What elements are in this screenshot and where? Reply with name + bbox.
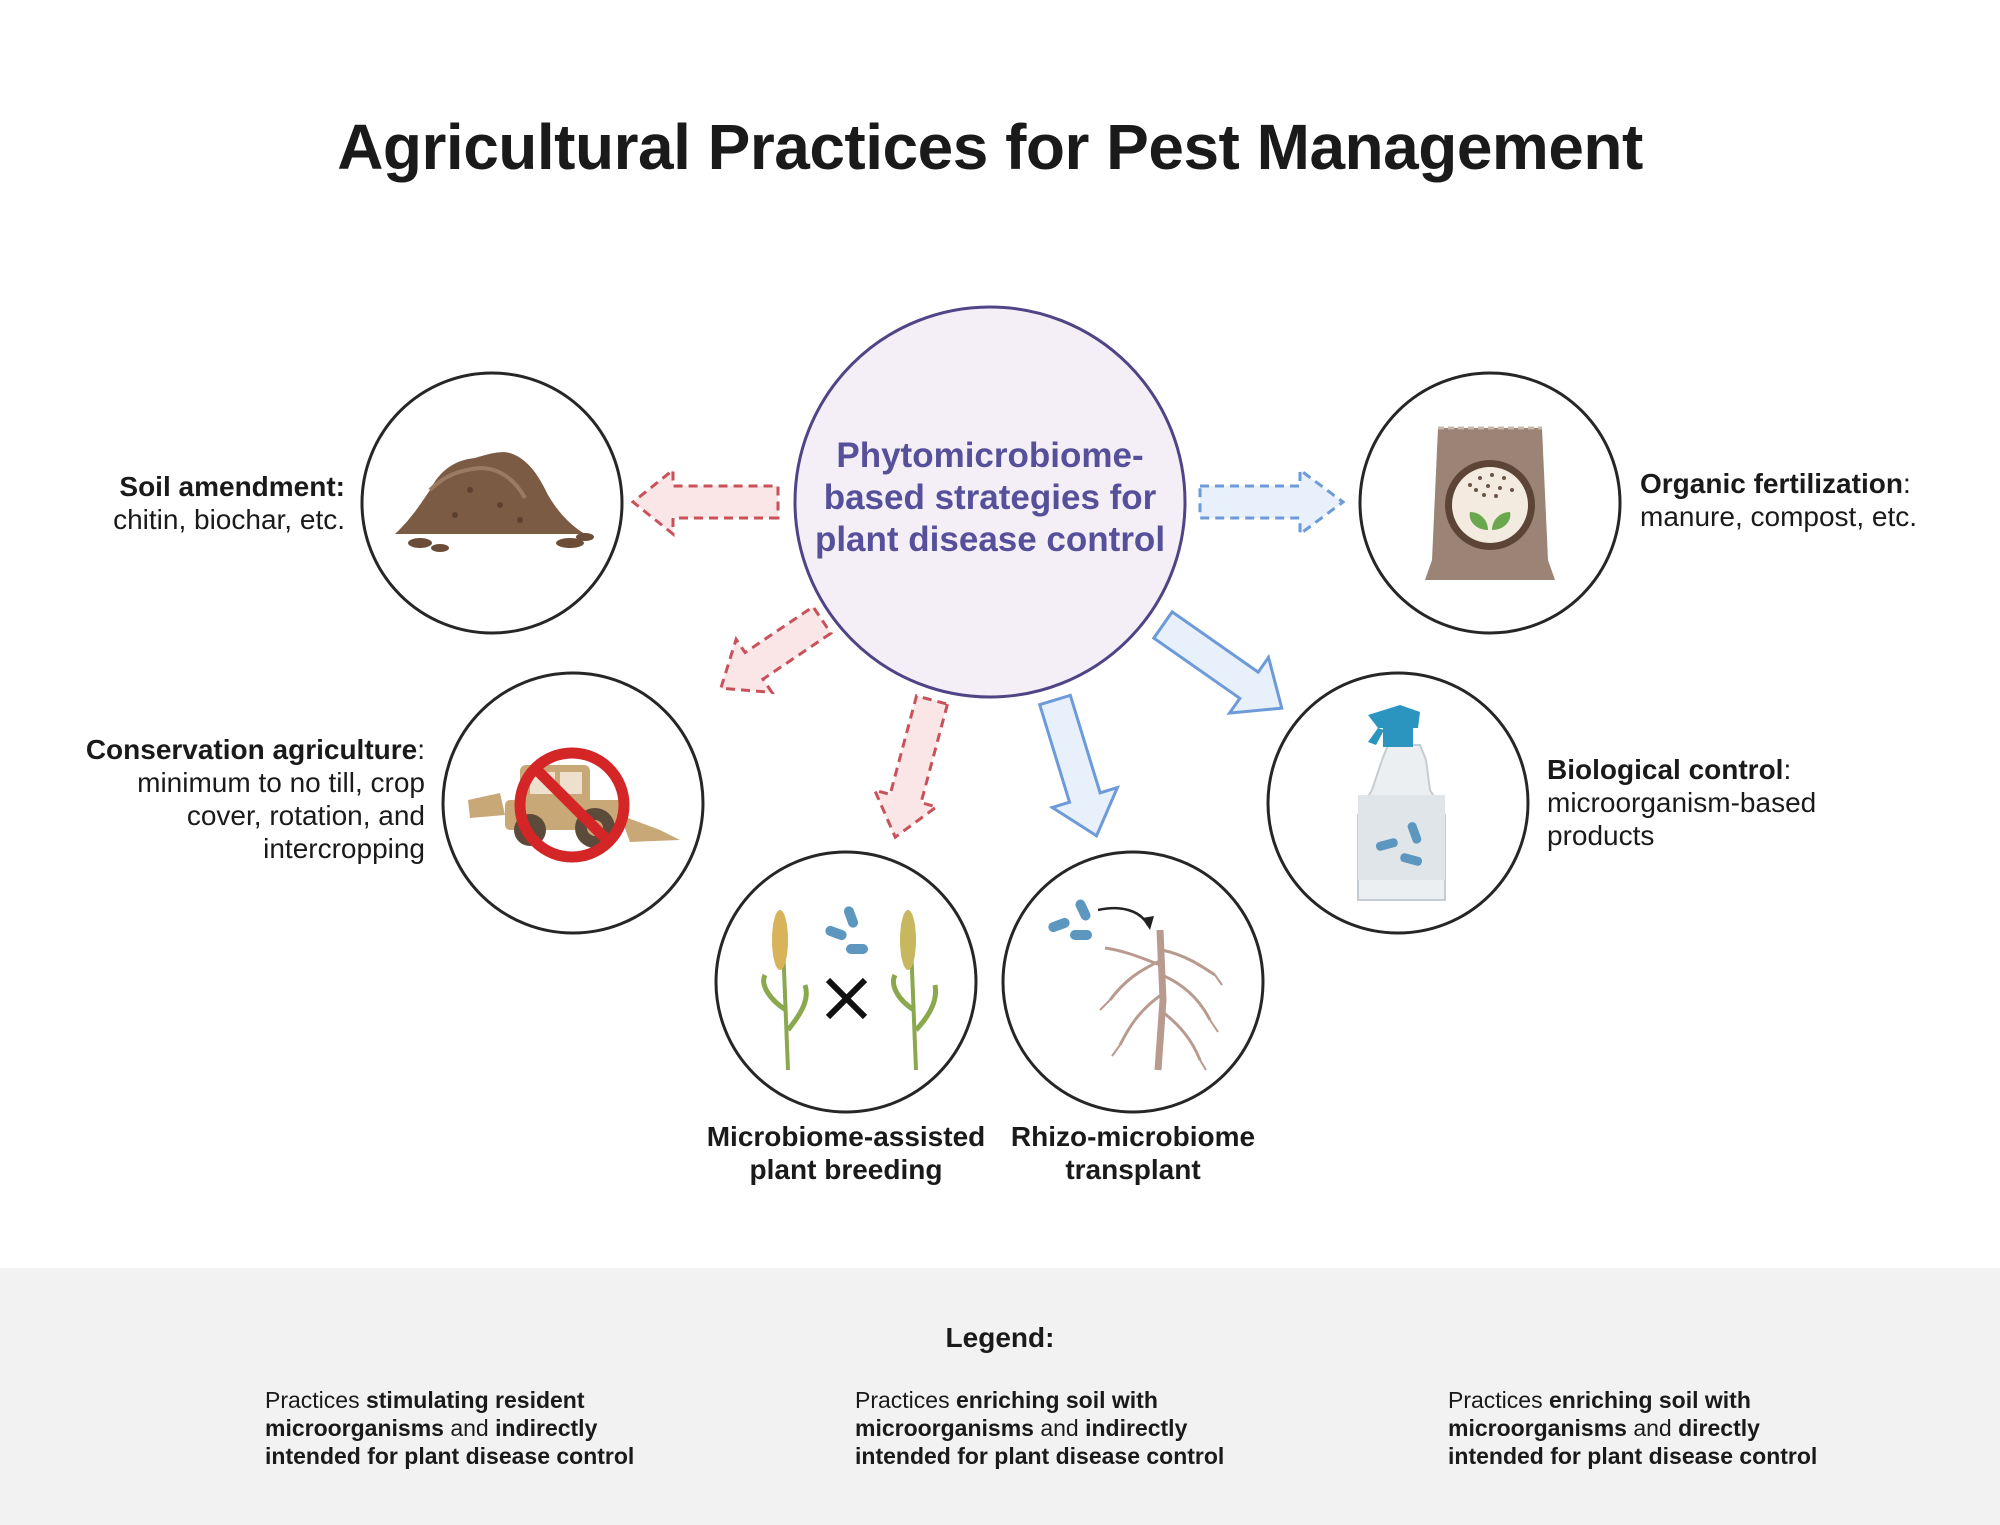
legend-2-pre: Practices [1448, 1387, 1549, 1413]
conservation-detail-1: minimum to no till, crop [137, 767, 425, 798]
legend-1-b1: enriching soil with [955, 1387, 1158, 1413]
transplant-label: Rhizo-microbiome transplant [988, 1120, 1278, 1186]
soil-pile-icon [395, 452, 594, 552]
root-transplant-icon [1048, 899, 1223, 1071]
legend-1-b3: indirectly [1085, 1415, 1188, 1441]
legend-0-mid: and [443, 1415, 496, 1441]
organic-colon: : [1902, 468, 1911, 499]
legend-2-b2: microorganisms [1448, 1415, 1627, 1441]
legend-item-red-dashed: Practices stimulating resident microorga… [265, 1386, 645, 1470]
legend-0-b3: indirectly [495, 1415, 598, 1441]
transplant-line-1: Rhizo-microbiome [1010, 1121, 1256, 1152]
biocontrol-detail-1: microorganism-based [1547, 787, 1817, 818]
arrow-to-breeding [872, 694, 950, 840]
breeding-circle [714, 850, 978, 1114]
legend-0-b1: stimulating resident [365, 1387, 585, 1413]
breeding-line-2: plant breeding [749, 1154, 943, 1185]
wheat-cross-icon [761, 906, 939, 1071]
conservation-detail-2: cover, rotation, and [186, 800, 425, 831]
legend-2-mid: and [1626, 1415, 1679, 1441]
page-title: Agricultural Practices for Pest Manageme… [337, 111, 1643, 183]
legend-0-pre: Practices [265, 1387, 366, 1413]
breeding-label: Microbiome-assisted plant breeding [686, 1120, 1006, 1186]
organic-heading: Organic fertilization [1640, 468, 1903, 499]
breeding-line-1: Microbiome-assisted [706, 1121, 986, 1152]
biocontrol-colon: : [1783, 754, 1792, 785]
center-node-circle [793, 305, 1187, 699]
conservation-heading: Conservation agriculture [85, 734, 418, 765]
biocontrol-heading: Biological control [1547, 754, 1784, 785]
legend-1-pre: Practices [855, 1387, 956, 1413]
center-line-3: plant disease control [814, 520, 1166, 559]
arrow-to-biocontrol [1151, 609, 1284, 715]
biocontrol-detail-2: products [1547, 820, 1655, 851]
conservation-label: Conservation agriculture: minimum to no … [60, 733, 425, 865]
legend-2-b3: directly [1678, 1415, 1760, 1441]
no-tractor-icon [468, 747, 680, 863]
legend-2-b1: enriching soil with [1548, 1387, 1751, 1413]
legend-item-blue-solid: Practices enriching soil with microorgan… [1448, 1386, 1828, 1470]
biocontrol-label: Biological control: microorganism-based … [1547, 753, 1877, 852]
conservation-detail-3: intercropping [263, 833, 425, 864]
legend-1-mid: and [1033, 1415, 1086, 1441]
legend-title: Legend: [945, 1322, 1055, 1353]
center-line-1: Phytomicrobiome- [836, 436, 1144, 475]
organic-label: Organic fertilization: manure, compost, … [1640, 467, 1960, 533]
center-line-2: based strategies for [823, 478, 1157, 517]
spray-bottle-icon [1357, 705, 1446, 901]
arrow-to-conservation [718, 604, 834, 695]
soil-amendment-heading: Soil amendment: [119, 471, 345, 502]
center-node-label: Phytomicrobiome- based strategies for pl… [800, 435, 1180, 561]
organic-detail: manure, compost, etc. [1640, 501, 1918, 532]
arrow-to-organic-fertilization [1198, 467, 1346, 537]
legend-0-b2: microorganisms [265, 1415, 444, 1441]
transplant-circle [1001, 850, 1265, 1114]
legend-1-b2: microorganisms [855, 1415, 1034, 1441]
legend-item-blue-dashed: Practices enriching soil with microorgan… [855, 1386, 1235, 1470]
legend-2-b4: intended for plant disease control [1448, 1443, 1818, 1469]
legend-panel: Legend: Practices stimulating resident m… [0, 1268, 2000, 1525]
legend-0-b4: intended for plant disease control [265, 1443, 635, 1469]
arrow-to-soil-amendment [630, 466, 780, 538]
arrow-to-transplant [1037, 693, 1120, 839]
soil-amendment-label: Soil amendment: chitin, biochar, etc. [60, 470, 345, 536]
fertilizer-bag-icon [1425, 426, 1555, 580]
transplant-line-2: transplant [1065, 1154, 1201, 1185]
legend-1-b4: intended for plant disease control [855, 1443, 1225, 1469]
soil-amendment-detail: chitin, biochar, etc. [113, 504, 345, 535]
conservation-colon: : [417, 734, 425, 765]
